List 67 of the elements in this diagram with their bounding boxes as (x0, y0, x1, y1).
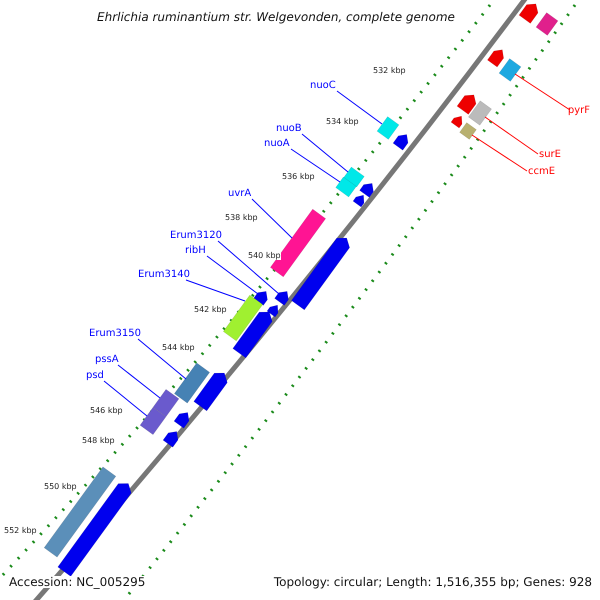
gene-label: surE (539, 150, 561, 160)
tick-label: 536 kbp (282, 173, 315, 181)
tick-label: 538 kbp (225, 214, 258, 222)
leader-line (104, 380, 148, 416)
gene-label: ribH (185, 246, 206, 256)
gene-feature (376, 116, 400, 140)
gene-label: uvrA (228, 189, 252, 199)
gene-feature (174, 362, 210, 404)
tick-label: 550 kbp (44, 483, 77, 491)
gene-feature (152, 389, 180, 417)
tick-label: 548 kbp (82, 437, 115, 445)
gene-feature (392, 134, 408, 150)
gene-feature (58, 483, 132, 577)
leader-line (252, 198, 292, 238)
gene-feature (343, 166, 365, 188)
gene-feature (335, 176, 357, 198)
gene-feature (487, 49, 504, 68)
tick-label: 552 kbp (4, 527, 37, 535)
leader-line (302, 134, 348, 172)
gene-label: pyrF (568, 106, 590, 116)
gene-label: ccmE (528, 167, 556, 177)
leader-line (186, 280, 246, 302)
gene-feature (162, 431, 178, 448)
leader-line (138, 338, 186, 380)
leader-line (514, 74, 570, 110)
gene-feature (174, 412, 190, 428)
gene-feature (140, 407, 166, 435)
gene-label: nuoC (310, 81, 336, 91)
gene-feature (266, 304, 278, 318)
leader-line (472, 134, 528, 172)
leader-line (336, 90, 382, 124)
tick-label: 542 kbp (194, 306, 227, 314)
gene-feature (536, 12, 558, 36)
gene-feature (518, 4, 538, 24)
gene-feature (450, 116, 462, 128)
leader-line (484, 116, 538, 154)
genome-info: Topology: circular; Length: 1,516,355 bp; Genes: 928 (274, 576, 592, 588)
gene-feature (232, 312, 272, 358)
gene-feature (44, 466, 116, 558)
gene-feature (459, 122, 477, 140)
gene-label: nuoA (264, 139, 290, 149)
gene-feature (194, 372, 228, 412)
tick-label: 546 kbp (90, 407, 123, 415)
gene-feature (359, 183, 374, 198)
gene-feature (456, 94, 476, 115)
gene-label: nuoB (276, 124, 302, 134)
gene-feature (274, 291, 289, 306)
map-title: Ehrlichia ruminantium str. Welgevonden, complete genome (97, 11, 455, 23)
tick-label: 544 kbp (162, 344, 195, 352)
leader-line (118, 364, 160, 398)
gene-feature (291, 238, 350, 310)
gene-feature (468, 100, 492, 126)
gene-feature (253, 291, 268, 306)
gene-label: Erum3140 (138, 270, 190, 280)
gene-feature (498, 58, 522, 82)
tick-label: 534 kbp (326, 118, 359, 126)
accession-label: Accession: NC_005295 (9, 576, 146, 588)
gene-feature (352, 194, 364, 208)
leader-line (218, 240, 280, 294)
leader-line (206, 256, 258, 294)
leader-line (290, 148, 340, 182)
tick-label: 532 kbp (373, 67, 406, 75)
tick-label: 540 kbp (248, 252, 281, 260)
gene-label: psd (86, 371, 104, 381)
gene-label: Erum3120 (170, 231, 222, 241)
gene-label: Erum3150 (89, 329, 141, 339)
gene-label: pssA (95, 355, 119, 365)
